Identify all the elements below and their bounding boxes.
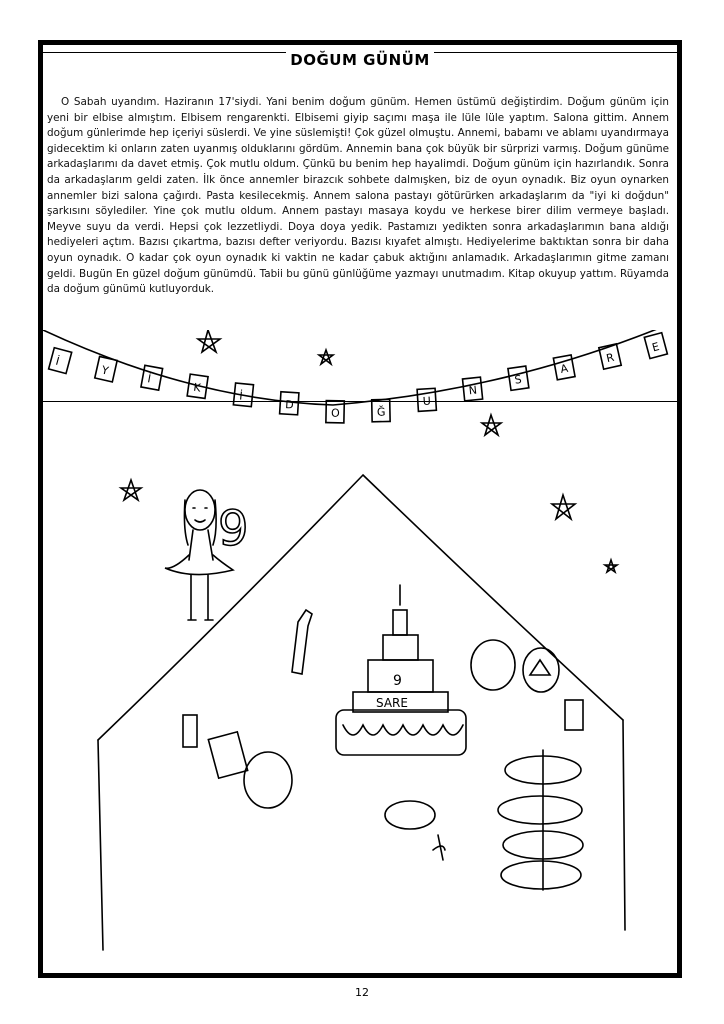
fork — [432, 834, 446, 861]
banner-flag: D — [278, 390, 300, 416]
star-icon — [602, 557, 620, 575]
banner-flags: İ Y İ K İ D O Ğ U N S A R E — [47, 331, 669, 424]
page-title: DOĞUM GÜNÜM — [43, 51, 677, 69]
plate — [470, 639, 516, 691]
banner-flag: Ğ — [370, 398, 391, 423]
banner-flag: R — [597, 342, 623, 371]
banner-flag: İ — [47, 346, 73, 375]
banner-flag: N — [461, 376, 484, 402]
stars — [118, 330, 620, 575]
banner-letter: Ğ — [377, 406, 386, 419]
star-icon — [118, 477, 144, 503]
banner-letter: İ — [239, 389, 244, 402]
story-text: O Sabah uyandım. Haziranın 17'siydi. Yan… — [47, 96, 669, 296]
star-icon — [479, 412, 504, 438]
page-number: 12 — [355, 986, 369, 999]
banner-letter: O — [331, 407, 340, 420]
banner-letter: D — [285, 398, 294, 411]
story-box: DOĞUM GÜNÜM O Sabah uyandım. Haziranın 1… — [42, 51, 678, 402]
cup — [182, 714, 198, 748]
banner-string — [43, 330, 657, 406]
cup — [564, 699, 584, 731]
star-icon — [549, 492, 578, 522]
banner-letter: R — [605, 351, 616, 365]
banner-letter: İ — [54, 355, 61, 368]
banner-letter: Y — [99, 363, 110, 377]
cake-name: SARE — [376, 696, 408, 710]
bottle — [291, 608, 313, 675]
plate — [522, 647, 560, 693]
table-legs — [97, 719, 626, 951]
banner-flag: S — [507, 365, 530, 392]
girl-figure — [164, 489, 235, 621]
banner-flag: U — [416, 387, 438, 413]
page-frame — [38, 40, 682, 978]
banner-letter: İ — [146, 372, 152, 385]
banner-flag: E — [643, 331, 669, 360]
banner-letter: S — [514, 373, 523, 387]
banner-letter: E — [651, 340, 661, 354]
banner-letter: U — [422, 395, 431, 408]
plate — [384, 800, 436, 830]
plate — [243, 751, 293, 809]
title-text: DOĞUM GÜNÜM — [286, 51, 434, 69]
table-top — [97, 473, 624, 741]
banner-letter: N — [468, 384, 477, 398]
banner-flag: İ — [232, 382, 255, 408]
gift — [207, 730, 249, 780]
banner-letter: K — [193, 381, 203, 395]
banner-flag: A — [552, 353, 576, 381]
banner-flag: K — [186, 373, 209, 400]
banner-flag: Y — [93, 355, 119, 383]
banner-letter: A — [559, 362, 569, 376]
banner-flag: İ — [140, 364, 164, 392]
birthday-cake: 9 SARE — [335, 584, 467, 756]
cake-stand — [497, 749, 584, 891]
cake-age: 9 — [393, 673, 402, 689]
banner-flag: O — [325, 399, 346, 424]
cake-slice — [528, 658, 552, 676]
star-icon — [195, 330, 223, 355]
age-number: 9 — [218, 501, 249, 557]
star-icon — [316, 347, 336, 367]
